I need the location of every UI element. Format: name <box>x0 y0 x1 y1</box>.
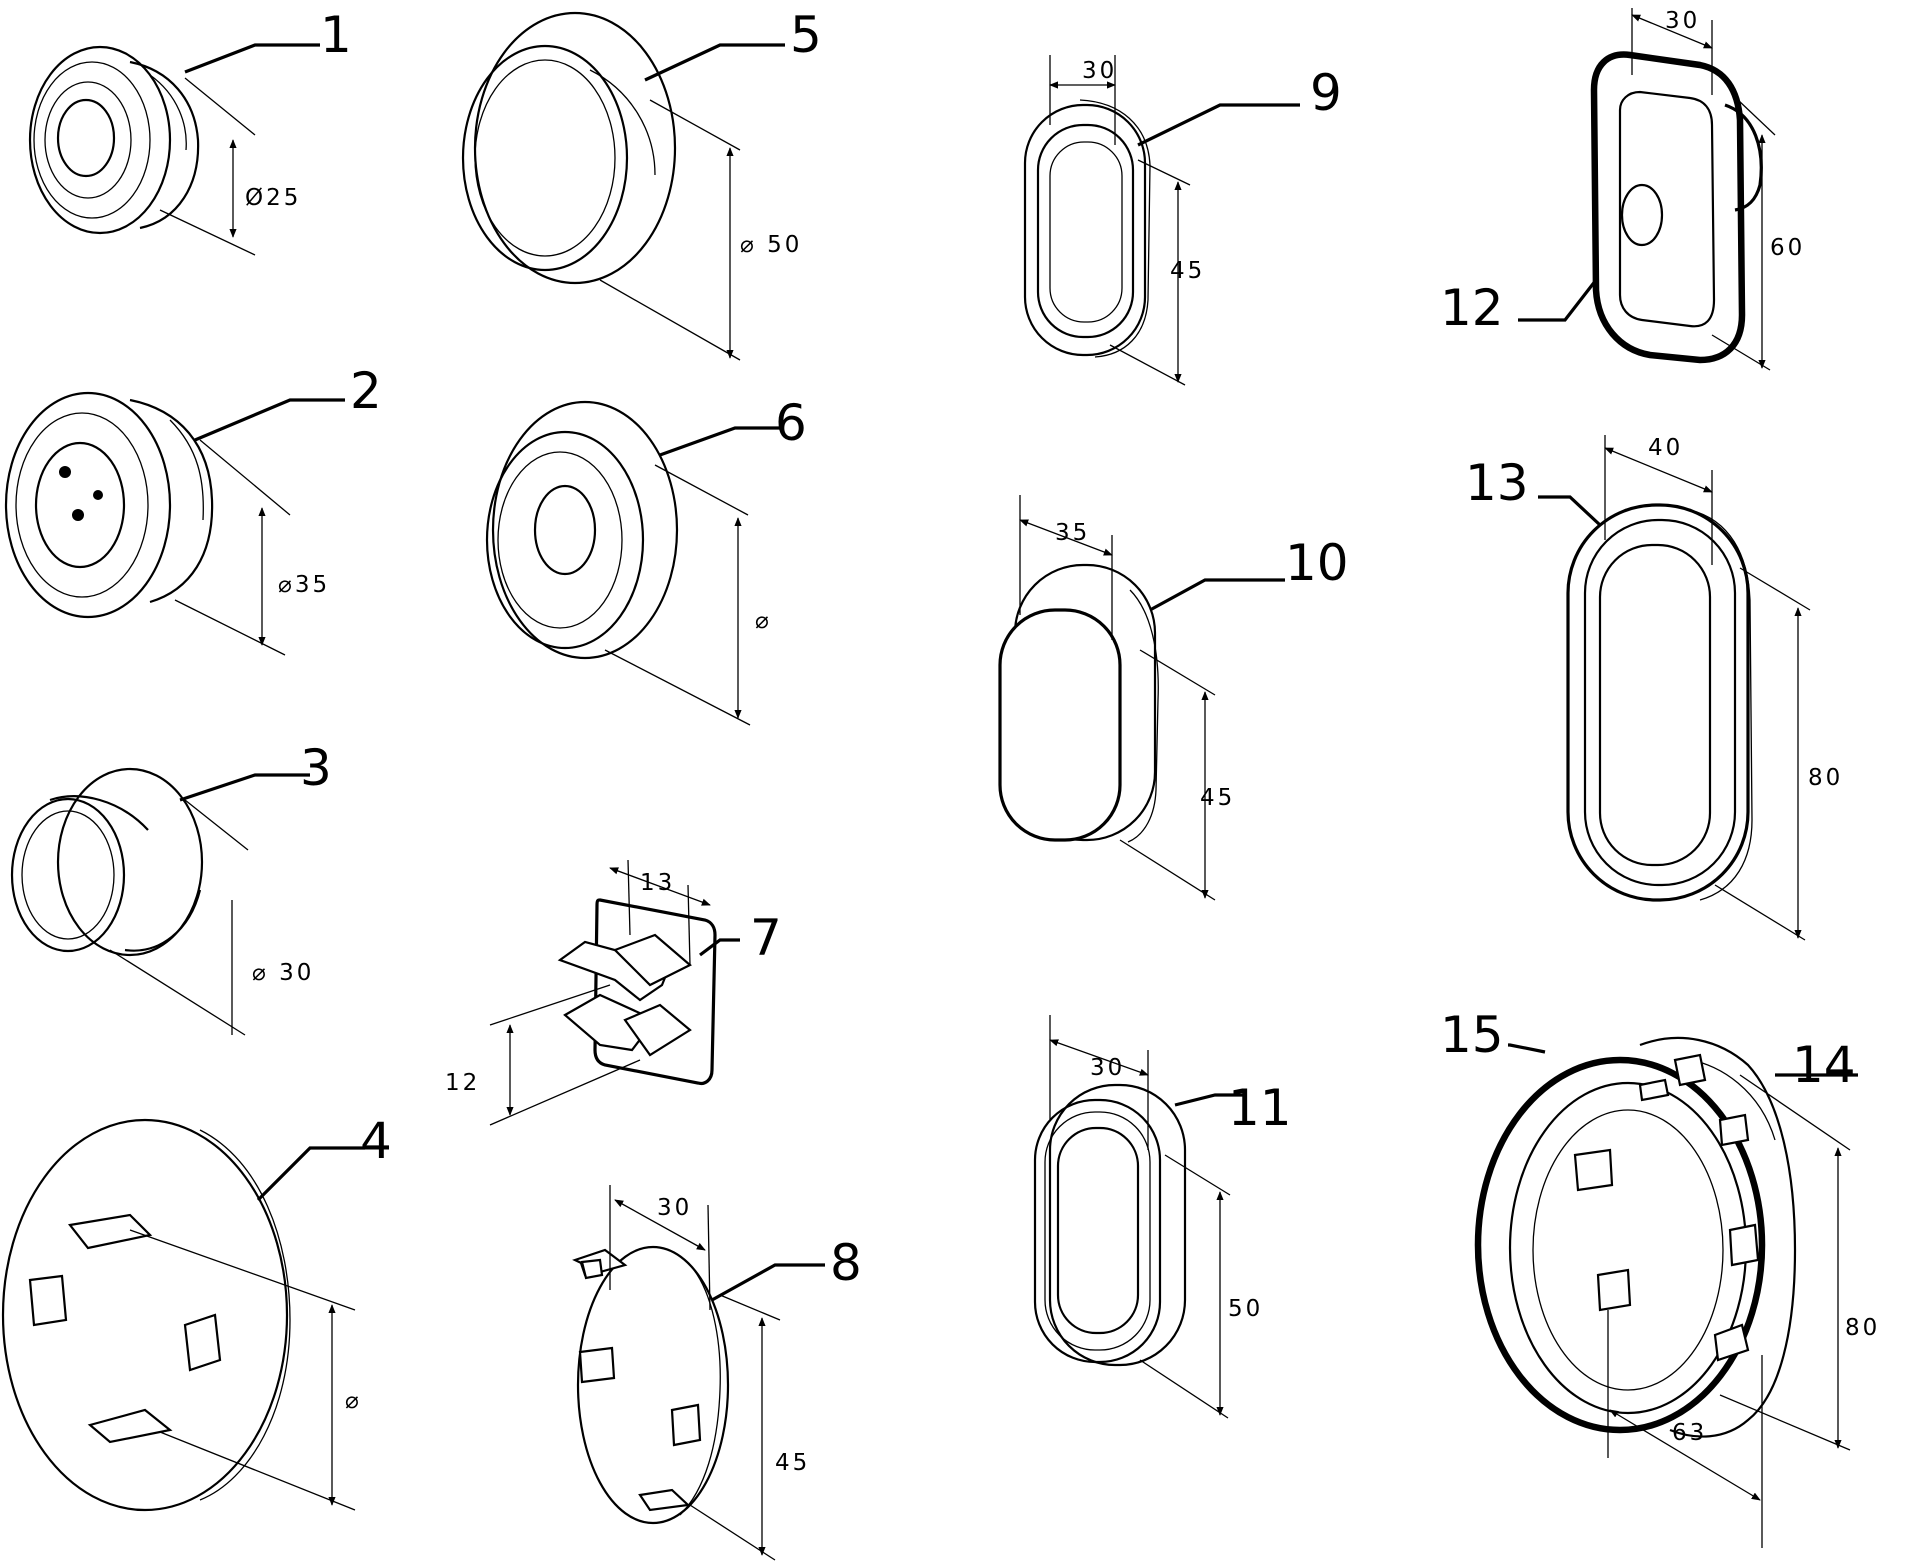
part-9-width: 30 <box>1082 58 1117 84</box>
part-4-number: 4 <box>360 1112 392 1170</box>
part-11-height: 50 <box>1228 1296 1263 1322</box>
part-15-number: 15 <box>1440 1006 1504 1064</box>
part-9-number: 9 <box>1310 64 1342 122</box>
part-6-grommet: 6 ⌀ <box>485 394 807 726</box>
part-11-number: 11 <box>1228 1079 1292 1137</box>
part-14-width: 63 <box>1672 1420 1707 1446</box>
part-14-number: 14 <box>1792 1036 1856 1094</box>
part-13-oval-grommet: 13 40 80 <box>1465 435 1843 941</box>
part-3-ring: 3 ⌀ 30 <box>10 739 332 1036</box>
part-5-diameter: ⌀ 50 <box>740 232 802 258</box>
part-10-oval-cap: 10 35 45 <box>998 495 1349 901</box>
part-10-height: 45 <box>1200 785 1235 811</box>
part-11-oval-grommet: 11 30 50 <box>1033 1015 1292 1419</box>
part-12-width: 30 <box>1665 8 1700 34</box>
part-4-cover-plate: 4 ⌀ <box>1 1112 392 1512</box>
part-12-height: 60 <box>1770 235 1805 261</box>
part-1-grommet: 1 Ø25 <box>28 6 352 256</box>
part-7-number: 7 <box>750 909 782 967</box>
part-7-clip: 7 13 12 <box>445 859 782 1126</box>
part-4-diameter: ⌀ <box>345 1388 362 1414</box>
part-2-number: 2 <box>350 362 382 420</box>
part-12-number: 12 <box>1440 279 1504 337</box>
part-2-grommet: 2 ⌀35 <box>4 362 382 656</box>
part-8-width: 30 <box>657 1195 692 1221</box>
part-5-number: 5 <box>790 6 822 64</box>
part-8-number: 8 <box>830 1234 862 1292</box>
part-1-number: 1 <box>320 6 352 64</box>
part-6-number: 6 <box>775 394 807 452</box>
part-14-height: 80 <box>1845 1315 1880 1341</box>
part-8-cap: 8 30 45 <box>572 1185 862 1561</box>
part-1-diameter: Ø25 <box>245 185 301 211</box>
part-10-width: 35 <box>1055 520 1090 546</box>
part-8-height: 45 <box>775 1450 810 1476</box>
part-11-width: 30 <box>1090 1055 1125 1081</box>
part-5-ring: 5 ⌀ 50 <box>461 6 822 361</box>
part-9-height: 45 <box>1170 258 1205 284</box>
part-7-height: 12 <box>445 1070 480 1096</box>
part-3-number: 3 <box>300 739 332 797</box>
part-13-width: 40 <box>1648 435 1683 461</box>
part-9-oval-grommet: 9 30 45 <box>1023 55 1342 386</box>
part-13-number: 13 <box>1465 454 1529 512</box>
part-7-width: 13 <box>640 870 675 896</box>
part-12-rectangular-grommet: 12 30 60 <box>1440 8 1805 371</box>
part-2-diameter: ⌀35 <box>278 572 330 598</box>
part-14-15-oval-assembly: 14 80 63 15 <box>1440 1006 1880 1548</box>
part-6-diameter: ⌀ <box>755 608 772 634</box>
part-13-height: 80 <box>1808 765 1843 791</box>
part-3-diameter: ⌀ 30 <box>252 960 314 986</box>
part-10-number: 10 <box>1285 534 1349 592</box>
